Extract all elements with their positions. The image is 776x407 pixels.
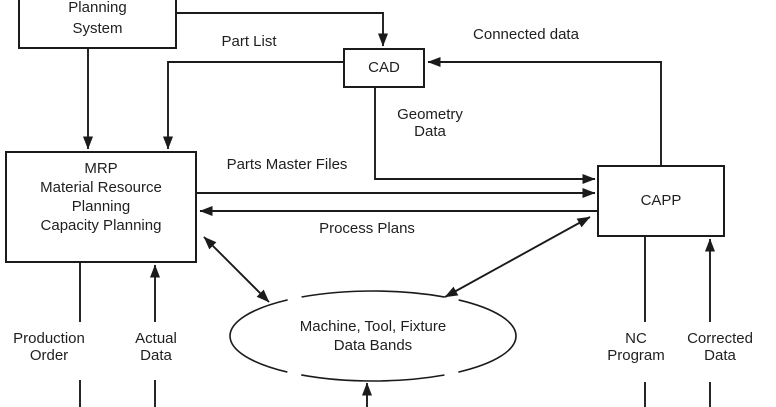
edge-label-nc-program: NC Program — [607, 330, 665, 364]
node-mrp: MRP Material Resource Planning Capacity … — [5, 151, 197, 263]
node-capp: CAPP — [597, 165, 725, 237]
edge-label-parts-master-files: Parts Master Files — [226, 156, 348, 173]
node-data-bands-ellipse — [229, 290, 517, 382]
node-data-bands-label: Machine, Tool, Fixture Data Bands — [299, 318, 447, 354]
node-capp-label: CAPP — [640, 191, 682, 209]
edge-label-connected-data: Connected data — [473, 26, 579, 43]
edge-label-geometry-data: Geometry Data — [397, 106, 463, 140]
node-cad: CAD — [343, 48, 425, 88]
node-cad-label: CAD — [368, 58, 400, 76]
edge-label-corrected-data: Corrected Data — [687, 330, 753, 364]
node-planning-system-label: Planning System — [68, 0, 127, 37]
edge-label-production-order: Production Order — [13, 330, 85, 364]
edge-planning-to-cad — [177, 12, 388, 47]
edge-mrp-databands-double — [203, 236, 270, 303]
edge-cad-to-mrp-part-list — [163, 61, 343, 150]
edge-label-part-list: Part List — [221, 33, 277, 50]
edge-capp-databands-double — [444, 216, 591, 298]
edge-label-actual-data: Actual Data — [135, 330, 177, 364]
edge-cad-to-capp-geometry-data — [374, 88, 596, 184]
edge-capp-to-cad-connected-data — [427, 57, 662, 165]
node-mrp-label: MRP Material Resource Planning Capacity … — [40, 160, 162, 234]
node-planning-system: Planning System — [18, 0, 177, 49]
edge-label-process-plans: Process Plans — [319, 220, 415, 237]
